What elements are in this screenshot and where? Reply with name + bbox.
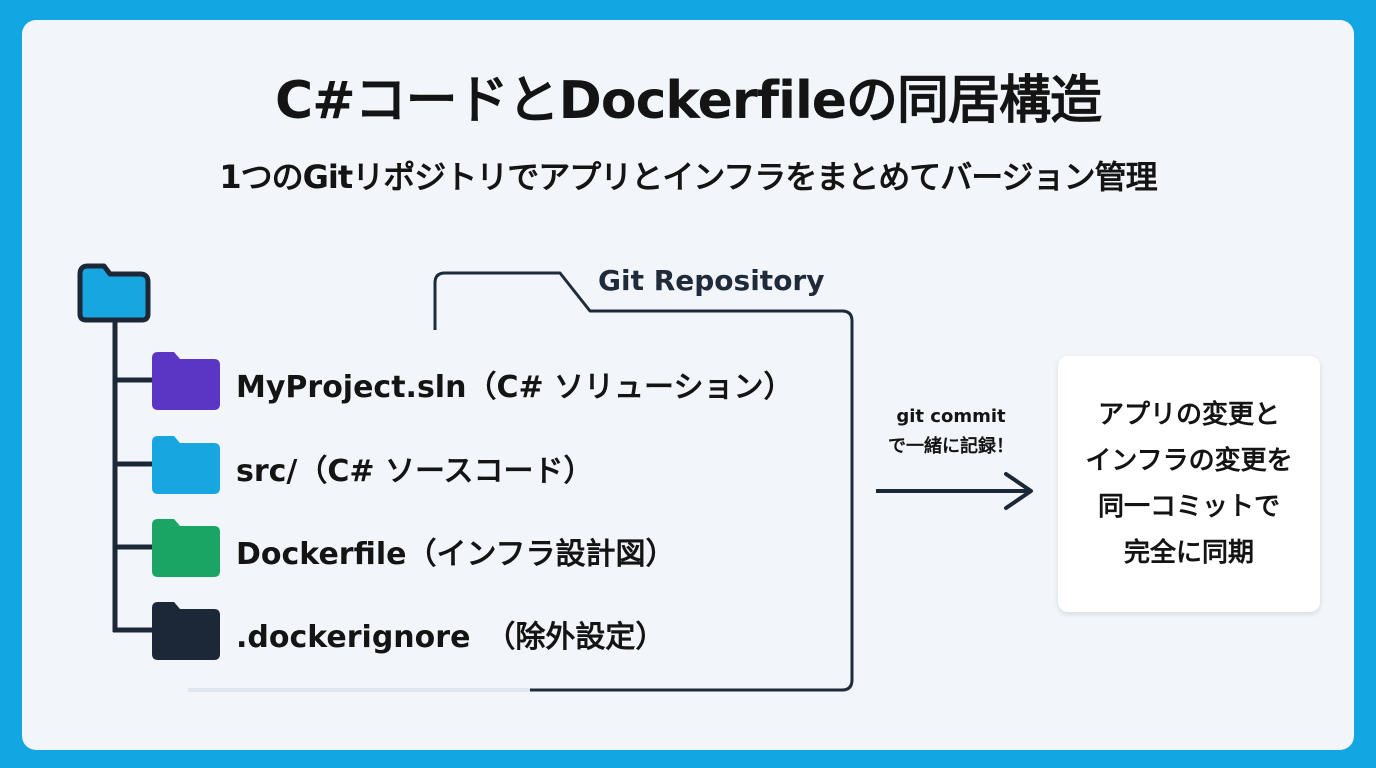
tree-item-dockerignore: .dockerignore （除外設定） (236, 620, 666, 655)
repository-outline (433, 271, 854, 692)
result-line-4: 完全に同期 (1123, 538, 1254, 568)
dockerignore-folder-icon (152, 602, 220, 660)
diagram-subtitle: 1つのGitリポジトリでアプリとインフラをまとめてバージョン管理 (219, 158, 1157, 196)
result-line-3: 同一コミットで (1097, 492, 1280, 522)
commit-annotation-line-2: で一緒に記録！ (888, 436, 1014, 457)
commit-arrow-head (1004, 472, 1033, 510)
result-box: アプリの変更と インフラの変更を 同一コミットで 完全に同期 (1058, 356, 1320, 612)
diagram-title: C#コードとDockerfileの同居構造 (274, 71, 1102, 131)
tree-item-dockerfile: Dockerfile（インフラ設計図） (236, 537, 676, 572)
commit-annotation-line-1: git commit (896, 406, 1006, 427)
dockerfile-folder-icon (152, 519, 220, 577)
tree-item-src: src/（C# ソースコード） (236, 454, 594, 489)
root-folder-icon (77, 263, 151, 323)
solution-folder-icon (152, 352, 220, 410)
git-repository-label: Git Repository (598, 264, 825, 297)
result-line-1: アプリの変更と (1097, 400, 1280, 430)
commit-annotation: git commit で一緒に記録！ (866, 402, 1036, 462)
src-folder-icon (152, 436, 220, 494)
tree-item-solution: MyProject.sln（C# ソリューション） (236, 370, 794, 405)
result-line-2: インフラの変更を (1085, 446, 1293, 476)
